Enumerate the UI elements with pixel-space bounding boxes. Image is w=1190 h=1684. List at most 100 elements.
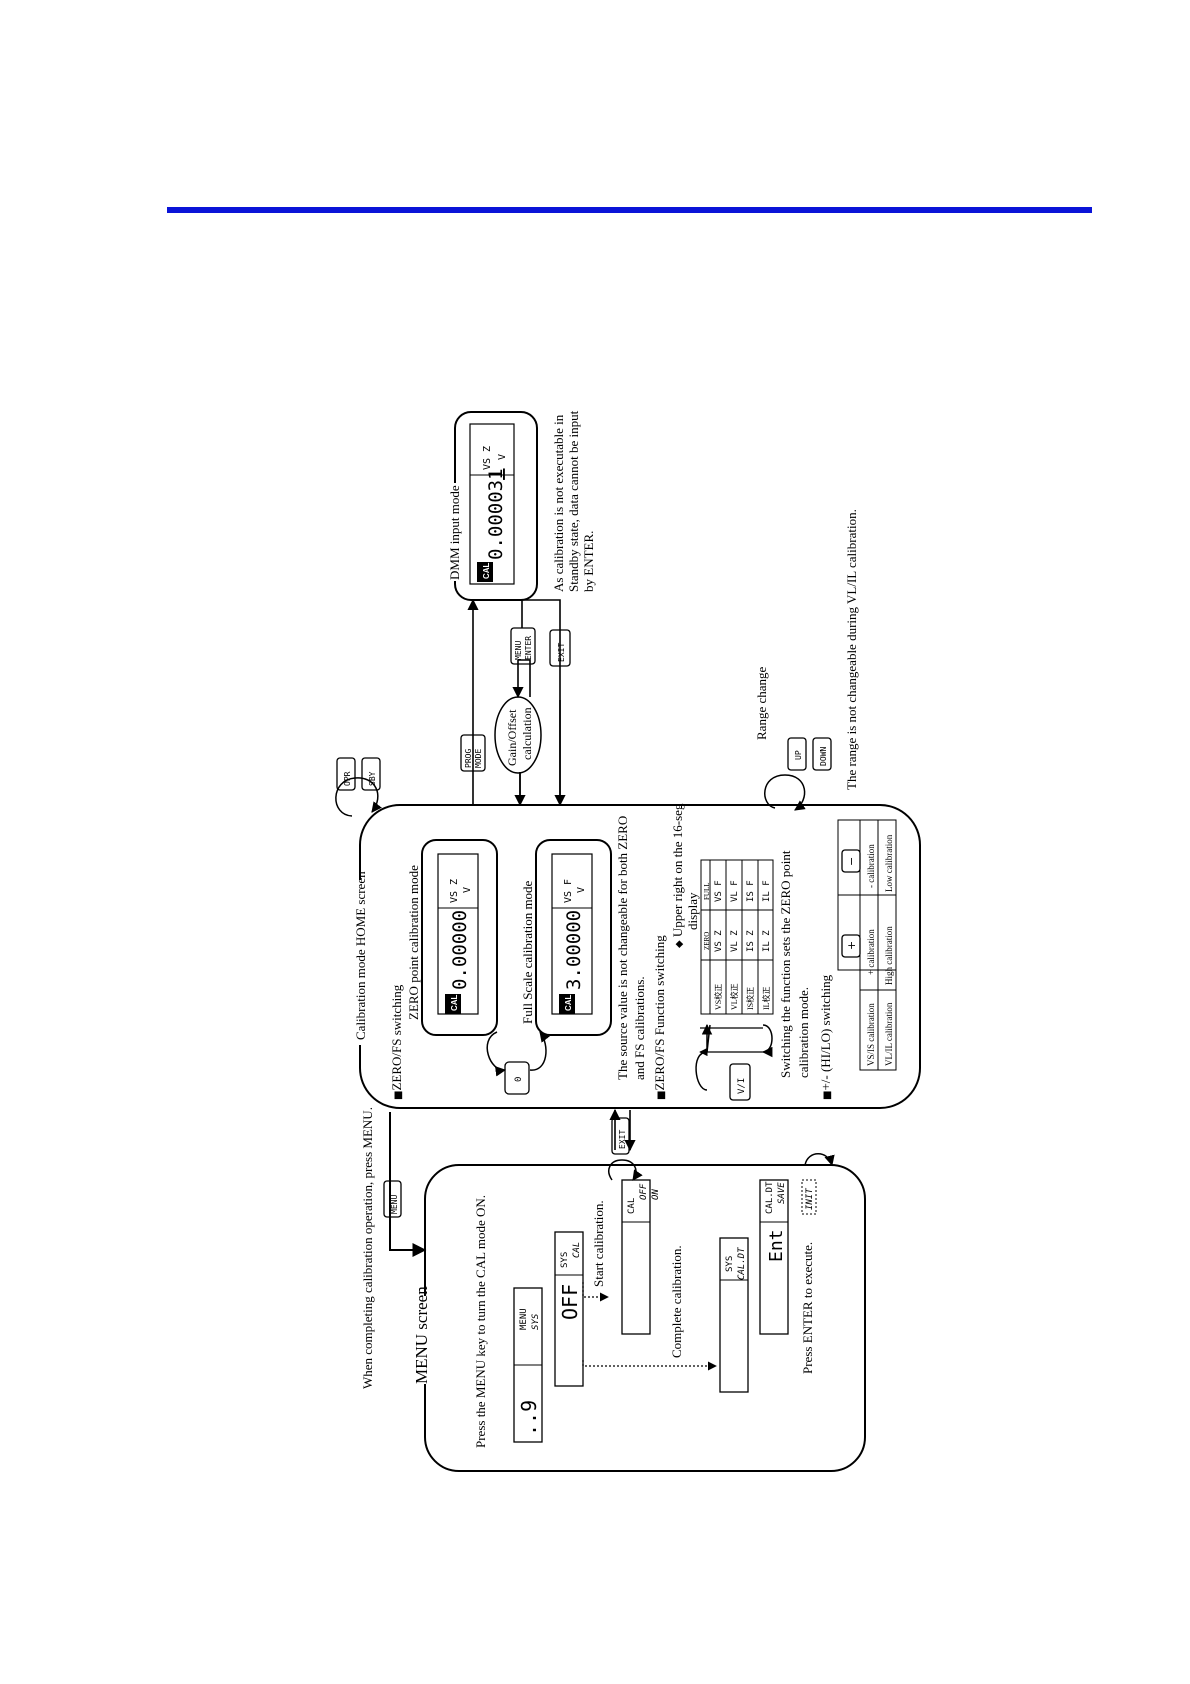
zero-unit: V [462, 887, 473, 893]
menu-display-4: SYS CAL.DT [719, 1237, 749, 1393]
menu-lead-note: When completing calibration operation, p… [360, 1107, 375, 1389]
dmm-channel: VS Z [482, 446, 493, 470]
init-loop-arrow [804, 1153, 835, 1167]
menu-display-3: CAL OFF ON [621, 1179, 661, 1335]
zero-key-button[interactable]: 0 [504, 1061, 530, 1095]
menu-key-label: MENU [390, 1195, 399, 1214]
svg-text:IL F: IL F [762, 880, 772, 902]
source-note-1: The source value is not changeable for b… [615, 816, 630, 1080]
init-key-button[interactable]: INIT [801, 1179, 817, 1215]
header-rule [167, 207, 1092, 213]
vi-key-button[interactable]: V/I [729, 1063, 751, 1101]
range-loop [764, 774, 806, 811]
svg-text:VL/IL calibration: VL/IL calibration [884, 1002, 894, 1066]
zero-mode-label: ZERO point calibration mode [406, 865, 421, 1020]
dmm-unit: V [497, 454, 508, 460]
svg-text:VS Z: VS Z [714, 930, 724, 952]
menu-screen-panel: MENU screen [408, 1164, 866, 1472]
dmm-exit-path [522, 599, 561, 805]
svg-text:IS Z: IS Z [746, 930, 756, 952]
disp5-main: Ent [766, 1229, 787, 1262]
zero-fs-switching: ■ZERO/FS switching [389, 984, 404, 1100]
dmm-cal-tag: CAL [482, 562, 491, 579]
complete-cal-label: Complete calibration. [669, 1245, 684, 1358]
down-key-label: DOWN [819, 747, 828, 766]
fs-cal-tag: CAL [564, 994, 573, 1011]
svg-text:High calibration: High calibration [884, 926, 894, 985]
prog-mode-button[interactable]: PROG MODE [460, 734, 486, 772]
disp1-bottom: SYS [531, 1313, 541, 1330]
opr-key-button[interactable]: OPR [336, 757, 356, 791]
up-key-button[interactable]: UP [787, 737, 807, 771]
dmm-note-1: As calibration is not executable in [551, 414, 566, 592]
menu-display-2: OFF SYS CAL [554, 1231, 584, 1387]
minus-key-button[interactable]: − [841, 849, 861, 873]
menu-display-1: ..9 MENU SYS [513, 1287, 543, 1443]
svg-text:IS校正: IS校正 [745, 987, 755, 1010]
dmm-exit-label: EXIT [557, 643, 566, 662]
down-key-button[interactable]: DOWN [812, 737, 832, 771]
svg-text:IL Z: IL Z [762, 930, 772, 952]
sby-key-label: SBY [368, 771, 377, 786]
svg-text:VS F: VS F [714, 880, 724, 902]
dmm-main-value: 0.000031 [485, 468, 507, 560]
svg-text:VS/IS calibration: VS/IS calibration [866, 1003, 876, 1066]
plus-key-label: + [845, 941, 858, 950]
menu-display-5: Ent CAL.DT SAVE [759, 1179, 789, 1335]
exit-key-button[interactable]: EXIT [611, 1117, 630, 1155]
fs-channel: VS F [563, 879, 574, 903]
disp2-top: SYS [560, 1252, 570, 1268]
disp3-top: CAL [627, 1198, 637, 1214]
fs-mode-label: Full Scale calibration mode [520, 880, 535, 1024]
function-table: ZERO FULL VS校正 VS Z VS F VL校正 VL Z VL F … [700, 859, 774, 1015]
start-cal-label: Start calibration. [591, 1200, 606, 1287]
disp5-bottom: SAVE [777, 1182, 787, 1204]
disp1-top: MENU [519, 1308, 529, 1330]
zero-to-fs-arrow [486, 1031, 507, 1077]
opr-key-label: OPR [343, 771, 352, 786]
vi-key-label: V/I [737, 1078, 747, 1094]
minus-key-label: − [845, 857, 858, 866]
svg-text:- calibration: - calibration [866, 844, 876, 888]
svg-text:IS F: IS F [746, 880, 756, 902]
exit-key-label: EXIT [618, 1130, 627, 1149]
cal-tag: CAL [450, 994, 459, 1011]
source-note-2: and FS calibrations. [632, 976, 647, 1080]
dmm-note-2: Standby state, data cannot be input [566, 410, 581, 592]
upper-right-note-2: display [685, 892, 700, 930]
menu-enter-label-1: MENU [514, 641, 523, 660]
gain-label-2: calculation [520, 707, 534, 760]
hilo-switching: ■+/- (HI/LO) switching [818, 974, 833, 1100]
menu-enter-path [518, 659, 531, 697]
func-note-2: calibration mode. [796, 987, 811, 1078]
zero-mode-display: CAL 0.00000 VS Z V [421, 839, 498, 1036]
range-change-label: Range change [754, 666, 769, 740]
init-label: INIT [805, 1188, 815, 1210]
svg-text:VL校正: VL校正 [729, 983, 739, 1010]
disp5-top: CAL.DT [765, 1181, 775, 1214]
dmm-exit-button[interactable]: EXIT [549, 629, 571, 667]
dmm-input-display: CAL 0.000031 VS Z V [454, 411, 538, 601]
dmm-note-3: by ENTER. [581, 531, 596, 592]
disp4-top: SYS [725, 1256, 735, 1272]
plus-key-button[interactable]: + [841, 934, 861, 958]
disp1-main: ..9 [517, 1400, 541, 1436]
cal-type-table: VS/IS calibration + calibration - calibr… [859, 819, 897, 1071]
func-note-1: Switching the function sets the ZERO poi… [778, 850, 793, 1078]
menu-key-button[interactable]: MENU [383, 1180, 402, 1218]
start-cal-connector [582, 1282, 609, 1302]
function-switching: ■ZERO/FS Function switching [652, 935, 667, 1100]
menu-enter-button[interactable]: MENU ENTER [510, 627, 536, 665]
vi-loop-right [761, 1024, 773, 1058]
fs-unit: V [576, 887, 587, 893]
disp2-main: OFF [558, 1284, 582, 1320]
svg-text:Low calibration: Low calibration [884, 834, 894, 892]
svg-text:+ calibration: + calibration [866, 929, 876, 975]
range-note: The range is not changeable during VL/IL… [844, 509, 859, 790]
fs-main-value: 3.00000 [563, 910, 585, 990]
svg-text:VS校正: VS校正 [713, 984, 723, 1010]
sby-key-button[interactable]: SBY [361, 757, 381, 791]
menu-screen-frame [424, 1164, 866, 1472]
svg-text:FULL: FULL [703, 883, 711, 901]
